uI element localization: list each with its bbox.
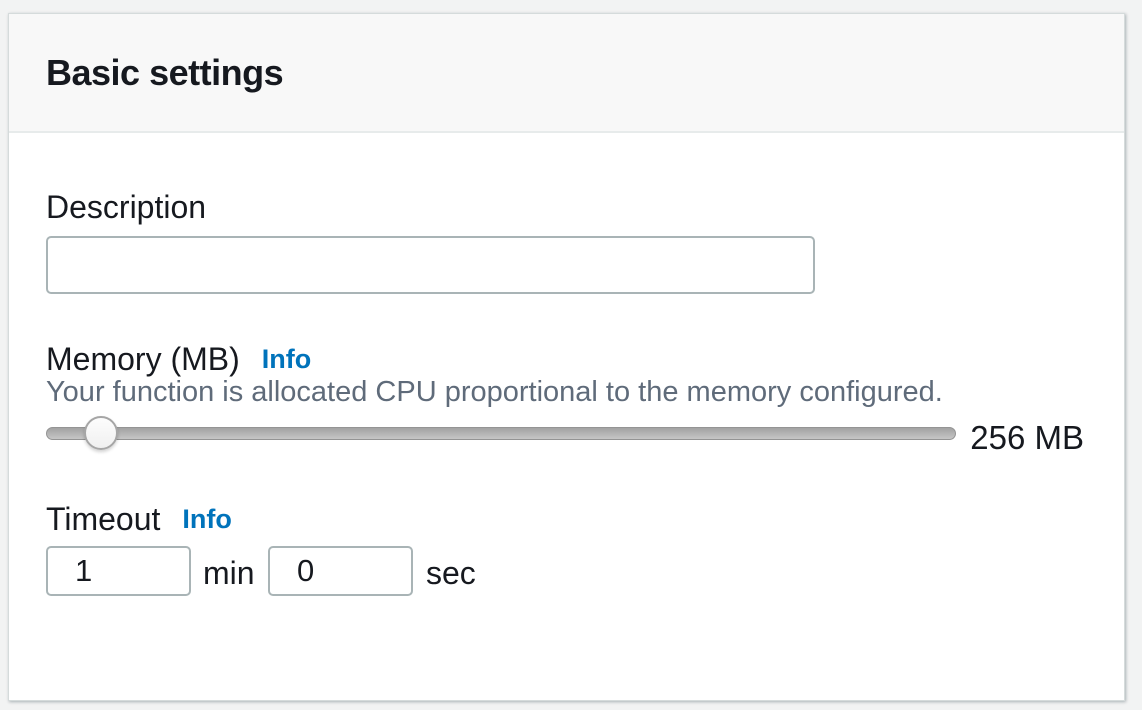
timeout-info-link[interactable]: Info xyxy=(182,504,232,534)
description-input[interactable] xyxy=(46,236,815,294)
timeout-label-row: Timeout Info xyxy=(46,501,232,538)
timeout-minutes-input[interactable] xyxy=(46,546,191,596)
timeout-seconds-input[interactable] xyxy=(268,546,413,596)
timeout-label: Timeout xyxy=(46,501,161,537)
memory-label-row: Memory (MB) Info xyxy=(46,341,311,378)
memory-label: Memory (MB) xyxy=(46,341,240,377)
basic-settings-card: Basic settings Description Memory (MB) In… xyxy=(8,13,1125,701)
memory-info-link[interactable]: Info xyxy=(261,344,312,374)
memory-slider[interactable] xyxy=(46,416,956,450)
card-header: Basic settings xyxy=(9,14,1124,133)
timeout-minutes-unit-label: min xyxy=(203,555,255,591)
memory-helper-text: Your function is allocated CPU proportio… xyxy=(46,376,943,408)
memory-value-display: 256 MB xyxy=(970,419,1084,456)
timeout-seconds-unit-label: sec xyxy=(426,555,476,591)
panel-title: Basic settings xyxy=(46,51,284,93)
memory-slider-handle[interactable] xyxy=(84,416,118,450)
description-label: Description xyxy=(46,189,207,225)
